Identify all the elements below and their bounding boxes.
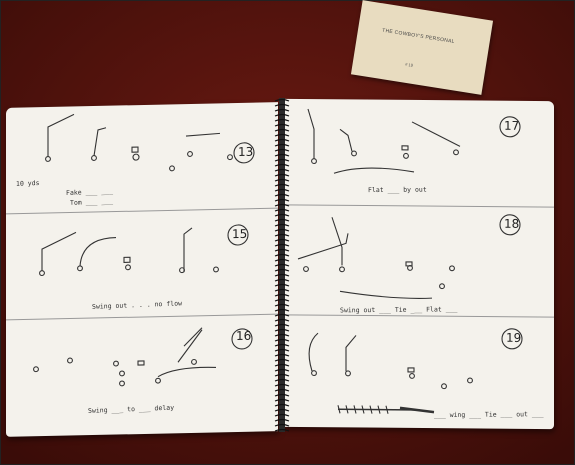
spiral-coil xyxy=(274,418,290,422)
spiral-coil xyxy=(274,153,290,157)
spiral-coil xyxy=(274,423,290,427)
spiral-coil xyxy=(274,408,290,412)
play-caption-2: Tom ___ ___ xyxy=(69,197,114,207)
spiral-coil xyxy=(274,343,290,347)
spiral-coil xyxy=(274,138,290,142)
spiral-coil xyxy=(274,243,290,247)
spiral-coil xyxy=(274,278,290,282)
spiral-coil xyxy=(274,218,290,222)
spiral-coil xyxy=(274,143,290,147)
play-number: 16 xyxy=(236,328,252,344)
spiral-coil xyxy=(274,388,290,392)
spiral-coil xyxy=(274,168,290,172)
spiral-coil xyxy=(274,108,290,112)
spiral-coil xyxy=(274,368,290,372)
spiral-coil xyxy=(274,258,290,262)
spiral-coil xyxy=(274,263,290,267)
play-18 xyxy=(284,207,554,319)
spiral-coil xyxy=(274,133,290,137)
spiral-coil xyxy=(274,158,290,162)
spiral-coil xyxy=(274,378,290,382)
play-caption: Swing out ___ Tie ___ Flat ___ xyxy=(339,305,458,315)
spiral-coil xyxy=(274,233,290,237)
spiral-coil xyxy=(274,213,290,217)
spiral-coil xyxy=(274,198,290,202)
spiral-coil xyxy=(274,413,290,417)
play-13 xyxy=(6,102,278,216)
spiral-coil xyxy=(274,403,290,407)
spiral-coil xyxy=(274,373,290,377)
spiral-coil xyxy=(274,98,290,102)
spiral-coil xyxy=(274,298,290,302)
spiral-coil xyxy=(274,228,290,232)
spiral-coil xyxy=(274,103,290,107)
spiral-coil xyxy=(274,193,290,197)
spiral-coil xyxy=(274,318,290,322)
card-title: THE COWBOY'S PERSONAL xyxy=(381,27,456,46)
spiral-coil xyxy=(274,288,290,292)
spiral-coil xyxy=(274,428,290,432)
play-19 xyxy=(284,317,554,429)
spiral-coil xyxy=(274,223,290,227)
play-number: 13 xyxy=(238,144,254,159)
play-17 xyxy=(284,99,554,209)
play-15 xyxy=(6,210,278,322)
play-caption: ___ wing ___ Tie ___ out ___ xyxy=(433,410,544,420)
spiral-coil xyxy=(274,238,290,242)
play-number: 19 xyxy=(506,330,522,345)
spiral-coil xyxy=(274,338,290,342)
play-number: 15 xyxy=(232,226,248,242)
spiral-coil xyxy=(274,393,290,397)
spiral-coil xyxy=(274,248,290,252)
spiral-coil xyxy=(274,293,290,297)
play-number: 17 xyxy=(504,118,520,133)
spiral-coil xyxy=(274,268,290,272)
spiral-coil xyxy=(274,328,290,332)
spiral-coil xyxy=(274,333,290,337)
spiral-coil xyxy=(274,163,290,167)
spiral-coil xyxy=(274,203,290,207)
spiral-coil xyxy=(274,113,290,117)
spiral-coil xyxy=(274,358,290,362)
spiral-coil xyxy=(274,353,290,357)
spiral-coil xyxy=(274,208,290,212)
play-number: 18 xyxy=(504,216,520,231)
spiral-coil xyxy=(274,348,290,352)
spiral-coil xyxy=(274,118,290,122)
spiral-coil xyxy=(274,273,290,277)
play-label: 10 yds xyxy=(15,178,40,188)
spiral-coil xyxy=(274,123,290,127)
spiral-coil xyxy=(274,308,290,312)
card-number: # 19 xyxy=(404,61,414,68)
spiral-coil xyxy=(274,363,290,367)
spiral-coil xyxy=(274,178,290,182)
spiral-coil xyxy=(274,188,290,192)
spiral-coil xyxy=(274,283,290,287)
notebook-right-page: 17 Flat ___ by out 18 Swin xyxy=(284,98,554,430)
spiral-coil xyxy=(274,303,290,307)
spiral-coil xyxy=(274,398,290,402)
spiral-coil xyxy=(274,183,290,187)
spiral-coil xyxy=(274,253,290,257)
spiral-coil xyxy=(274,173,290,177)
spiral-coil xyxy=(274,313,290,317)
spiral-coil xyxy=(274,148,290,152)
play-caption: Flat ___ by out xyxy=(367,185,427,195)
play-16 xyxy=(6,316,278,437)
spiral-coil xyxy=(274,128,290,132)
spiral-binding xyxy=(274,98,290,432)
spiral-coil xyxy=(274,383,290,387)
notebook-left-page: 13 10 yds Fake ___ ___ Tom ___ ___ xyxy=(6,102,278,437)
spiral-coil xyxy=(274,323,290,327)
